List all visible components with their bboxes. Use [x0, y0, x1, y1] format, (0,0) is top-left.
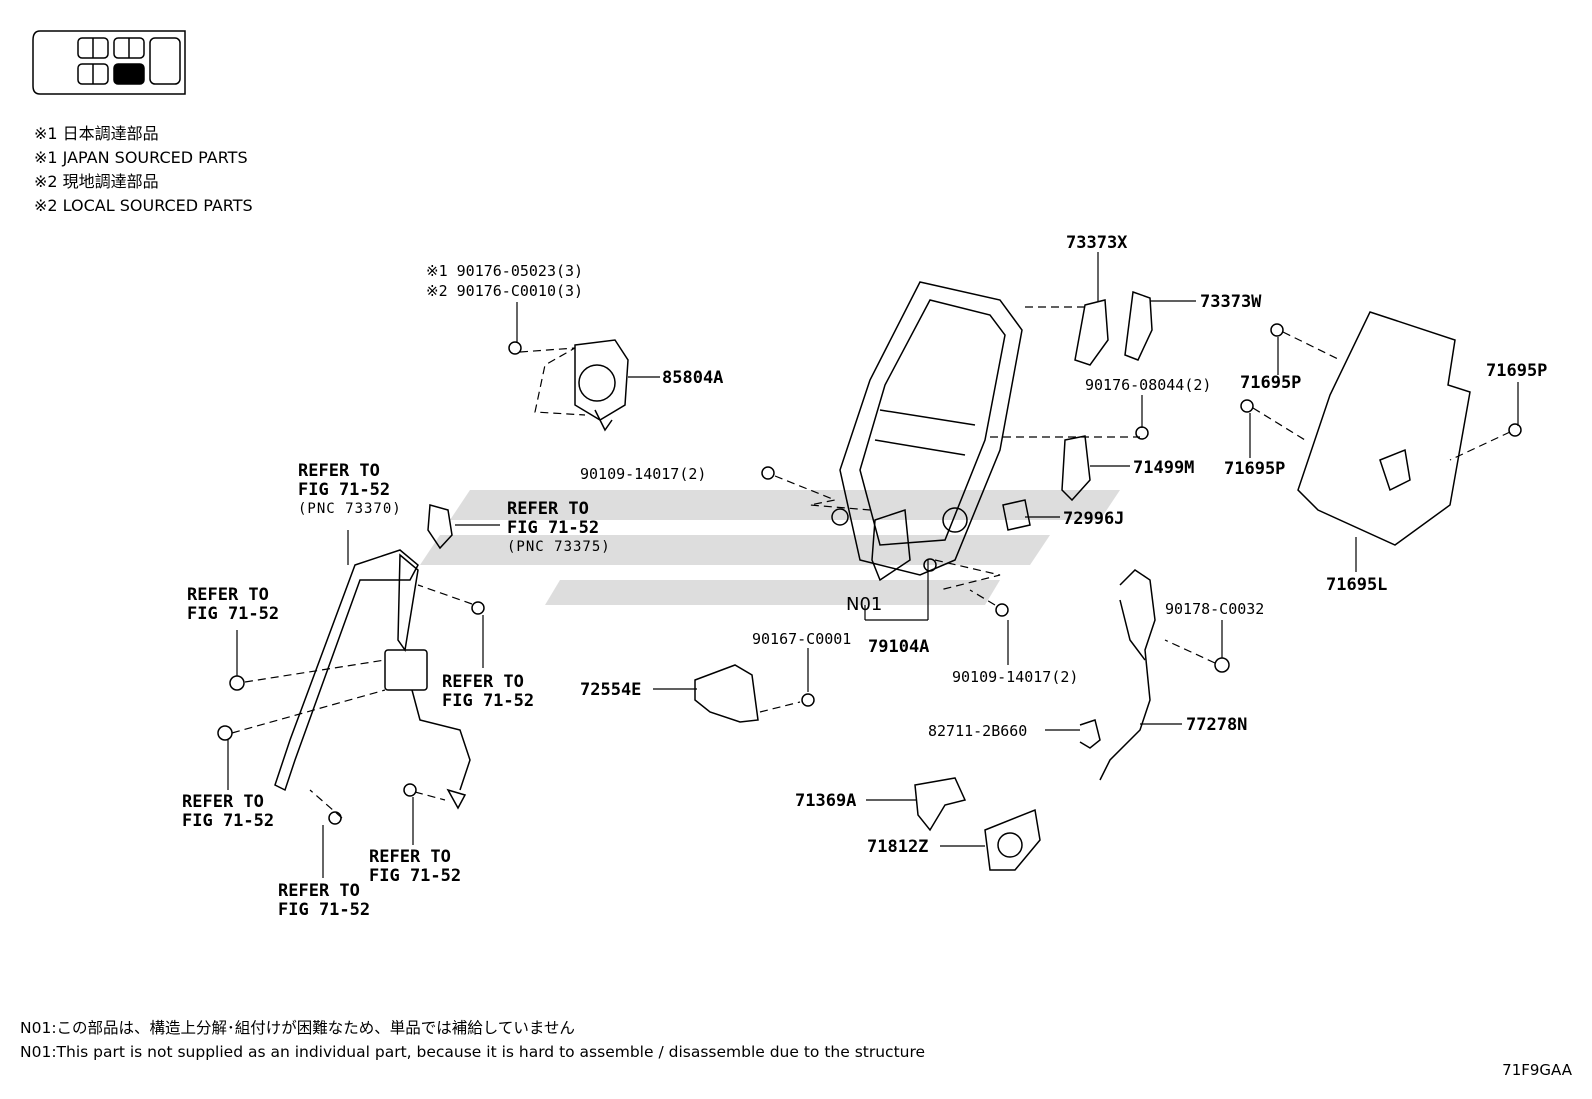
cover-72554e	[694, 664, 759, 723]
refer-line: FIG 71-52	[507, 518, 600, 538]
part-label[interactable]: 71369A	[795, 791, 857, 811]
part-label[interactable]: ※2 90176-C0010(3)	[426, 282, 584, 300]
refer-pnc: (PNC 73370)	[298, 501, 402, 517]
part-label[interactable]: 90109-14017(2)	[580, 465, 707, 483]
part-label[interactable]: 79104A	[868, 637, 930, 657]
refer-to-label[interactable]: REFER TO FIG 71-52	[278, 882, 370, 920]
refer-line: REFER TO	[507, 499, 589, 519]
part-label[interactable]: 71695P	[1486, 361, 1548, 381]
part-72996j	[1002, 499, 1031, 531]
leader-lines	[227, 252, 1519, 878]
cover-71369a	[914, 777, 967, 832]
part-label[interactable]: 77278N	[1186, 715, 1248, 735]
refer-to-label[interactable]: REFER TO FIG 71-52 (PNC 73375)	[507, 500, 611, 557]
refer-to-label[interactable]: REFER TO FIG 71-52	[182, 793, 274, 831]
footnote-en: N01:This part is not supplied as an indi…	[20, 1043, 926, 1061]
refer-line: REFER TO	[298, 461, 380, 481]
part-label[interactable]: 90178-C0032	[1165, 600, 1265, 618]
refer-to-label[interactable]: REFER TO FIG 71-52 (PNC 73370)	[298, 462, 402, 519]
figure-code: 71F9GAA	[1502, 1061, 1572, 1079]
refer-line: REFER TO	[278, 881, 360, 901]
refer-line: FIG 71-52	[182, 811, 275, 831]
part-label[interactable]: 71695P	[1224, 459, 1286, 479]
refer-line: REFER TO	[187, 585, 269, 605]
clip-82711	[1079, 719, 1101, 749]
seat-position-icon	[32, 30, 186, 95]
refer-line: REFER TO	[369, 847, 451, 867]
refer-line: REFER TO	[442, 672, 524, 692]
cover-71812z	[984, 808, 1041, 871]
refer-line: FIG 71-52	[442, 691, 535, 711]
refer-to-label[interactable]: REFER TO FIG 71-52	[369, 848, 461, 886]
part-label[interactable]: 72554E	[580, 680, 642, 700]
speaker-85804a	[574, 339, 629, 432]
harness-77278n	[1099, 569, 1156, 781]
part-label[interactable]: 72996J	[1063, 509, 1125, 529]
bracket-73373w	[1124, 290, 1153, 361]
legend-line: ※1 日本調達部品	[34, 124, 159, 143]
recliner-motor	[871, 508, 911, 582]
refer-line: REFER TO	[182, 792, 264, 812]
refer-to-label[interactable]: REFER TO FIG 71-52	[442, 673, 534, 711]
part-label[interactable]: 82711-2B660	[928, 722, 1028, 740]
bracket-73373x	[1074, 299, 1109, 366]
part-label[interactable]: N01	[846, 594, 883, 615]
seatback-frame	[831, 281, 1023, 576]
part-label[interactable]: 71695L	[1326, 575, 1388, 595]
board-71695l	[1297, 311, 1471, 546]
legend: ※1 日本調達部品 ※1 JAPAN SOURCED PARTS ※2 現地調達…	[34, 122, 253, 218]
refer-line: FIG 71-52	[278, 900, 371, 920]
legend-line: ※1 JAPAN SOURCED PARTS	[34, 148, 248, 167]
part-label[interactable]: 71695P	[1240, 373, 1302, 393]
part-label[interactable]: 71499M	[1133, 458, 1195, 478]
refer-pnc: (PNC 73375)	[507, 539, 611, 555]
refer-line: FIG 71-52	[187, 604, 280, 624]
seatbelt-assembly	[274, 504, 471, 810]
part-label[interactable]: 73373W	[1200, 292, 1262, 312]
part-label[interactable]: 90109-14017(2)	[952, 668, 1079, 686]
footnote-jp: N01:この部品は、構造上分解･組付けが困難なため、単品では補給していません	[20, 1019, 575, 1037]
refer-to-label[interactable]: REFER TO FIG 71-52	[187, 586, 279, 624]
part-label[interactable]: 90167-C0001	[752, 630, 852, 648]
legend-line: ※2 現地調達部品	[34, 172, 159, 191]
part-label[interactable]: 71812Z	[867, 837, 929, 857]
refer-line: FIG 71-52	[298, 480, 391, 500]
fasteners	[217, 323, 1522, 825]
watermark	[420, 490, 1120, 605]
legend-line: ※2 LOCAL SOURCED PARTS	[34, 196, 253, 215]
refer-line: FIG 71-52	[369, 866, 462, 886]
part-label[interactable]: ※1 90176-05023(3)	[426, 262, 584, 280]
part-label[interactable]: 85804A	[662, 368, 724, 388]
dashed-lines	[231, 306, 1511, 819]
part-label[interactable]: 73373X	[1066, 233, 1128, 253]
part-label[interactable]: 90176-08044(2)	[1085, 376, 1212, 394]
